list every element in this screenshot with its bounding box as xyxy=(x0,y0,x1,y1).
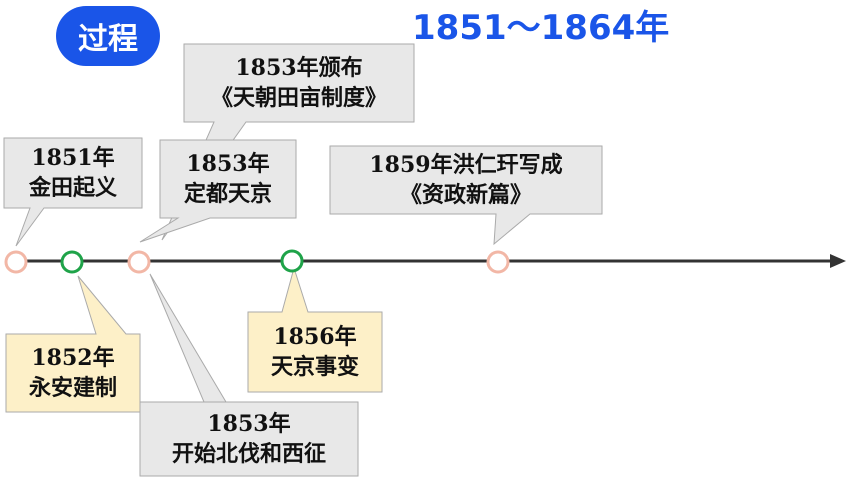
node-1856 xyxy=(280,249,304,273)
process-badge: 过程 xyxy=(56,6,160,66)
event-year: 1856年 xyxy=(273,324,357,350)
event-text: 《天朝田亩制度》 xyxy=(210,85,387,111)
event-text: 永安建制 xyxy=(28,375,117,401)
event-label-1859: 1859年洪仁玕写成 《资政新篇》 xyxy=(330,146,602,214)
event-text: 《资政新篇》 xyxy=(399,182,532,208)
event-year: 1852年 xyxy=(31,345,115,371)
timeline-arrow-head xyxy=(830,254,846,268)
callout-1851-jintian xyxy=(3,137,143,247)
event-label-1852: 1852年 永安建制 xyxy=(6,334,140,412)
event-year: 1853年颁布 xyxy=(235,55,363,81)
callout-1856-tianjing-incident xyxy=(247,266,383,393)
event-text: 金田起义 xyxy=(28,175,117,201)
event-year: 1851年 xyxy=(31,145,115,171)
event-label-1856: 1856年 天京事变 xyxy=(248,312,382,392)
event-text: 天京事变 xyxy=(270,354,359,380)
event-label-1853-beifa: 1853年 开始北伐和西征 xyxy=(140,402,358,476)
node-1853 xyxy=(127,250,151,274)
date-range-title: 1851～1864年 xyxy=(412,8,670,48)
event-text: 开始北伐和西征 xyxy=(171,441,326,467)
event-year: 1853年 xyxy=(186,151,270,177)
event-year: 1859年洪仁玕写成 xyxy=(369,152,563,178)
node-1851 xyxy=(4,250,28,274)
event-label-1853-tianchao: 1853年颁布 《天朝田亩制度》 xyxy=(184,44,414,122)
event-label-1851: 1851年 金田起义 xyxy=(4,138,142,208)
node-1859 xyxy=(486,250,510,274)
event-label-1853-tianjing: 1853年 定都天京 xyxy=(160,140,296,218)
callout-1853-tianjing xyxy=(139,139,297,243)
event-text: 定都天京 xyxy=(183,181,272,207)
callout-1859-zizheng xyxy=(329,145,603,246)
callout-1852-yongan xyxy=(5,275,141,413)
event-year: 1853年 xyxy=(207,411,291,437)
node-1852 xyxy=(60,250,84,274)
